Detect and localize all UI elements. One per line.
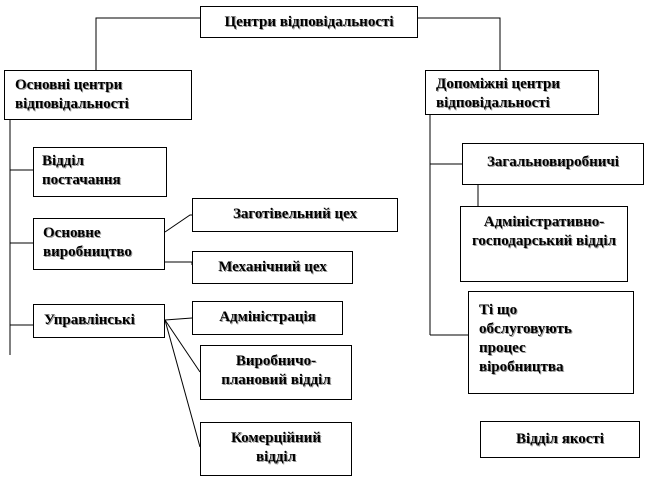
administration-box: Адміністрація — [192, 301, 343, 335]
root-label: Центри відповідальності — [224, 14, 394, 30]
quality-dept-label: Відділ якості — [516, 431, 604, 447]
general-production-box: Загальновиробничі — [462, 143, 644, 185]
supply-dept-label: Відділ постачання — [42, 153, 121, 188]
connector-production-mechanical — [165, 261, 193, 265]
connector-production-procurement — [164, 214, 192, 233]
root-box: Центри відповідальності — [200, 6, 418, 38]
commercial-dept-box: Комерційний відділ — [200, 422, 352, 476]
admin-household-dept-box: Адміністративно-господарський відділ — [460, 206, 628, 282]
service-units-label: Ті що обслуговують процес віробництва — [479, 302, 572, 375]
connector-managerial-planning — [164, 319, 201, 373]
managerial-label: Управлінські — [44, 312, 135, 328]
procurement-shop-label: Заготівельний цех — [233, 206, 357, 222]
connector-root-auxiliary — [418, 17, 501, 70]
mechanical-shop-box: Механічний цех — [192, 251, 353, 284]
connector-managerial-commercial — [164, 319, 201, 448]
planning-dept-box: Виробничо-плановий відділ — [200, 345, 352, 400]
planning-dept-label: Виробничо-плановий відділ — [221, 353, 331, 388]
main-centers-label: Основні центри відповідальності — [15, 77, 129, 112]
main-centers-box: Основні центри відповідальності — [4, 70, 192, 120]
managerial-box: Управлінські — [33, 304, 165, 338]
auxiliary-centers-box: Допоміжні центри відповідальності — [425, 70, 599, 115]
connector-managerial-administration — [164, 317, 193, 321]
auxiliary-centers-label: Допоміжні центри відповідальності — [436, 76, 560, 111]
supply-dept-box: Відділ постачання — [33, 147, 167, 197]
connector-root-main — [95, 17, 200, 70]
main-production-label: Основне виробництво — [43, 225, 132, 260]
mechanical-shop-label: Механічний цех — [218, 259, 327, 275]
commercial-dept-label: Комерційний відділ — [231, 430, 321, 465]
admin-household-dept-label: Адміністративно-господарський відділ — [471, 214, 617, 249]
procurement-shop-box: Заготівельний цех — [192, 198, 398, 232]
quality-dept-box: Відділ якості — [480, 421, 640, 458]
general-production-label: Загальновиробничі — [487, 154, 619, 170]
main-production-box: Основне виробництво — [33, 218, 165, 270]
administration-label: Адміністрація — [219, 309, 316, 325]
service-units-box: Ті що обслуговують процес віробництва — [468, 291, 634, 394]
